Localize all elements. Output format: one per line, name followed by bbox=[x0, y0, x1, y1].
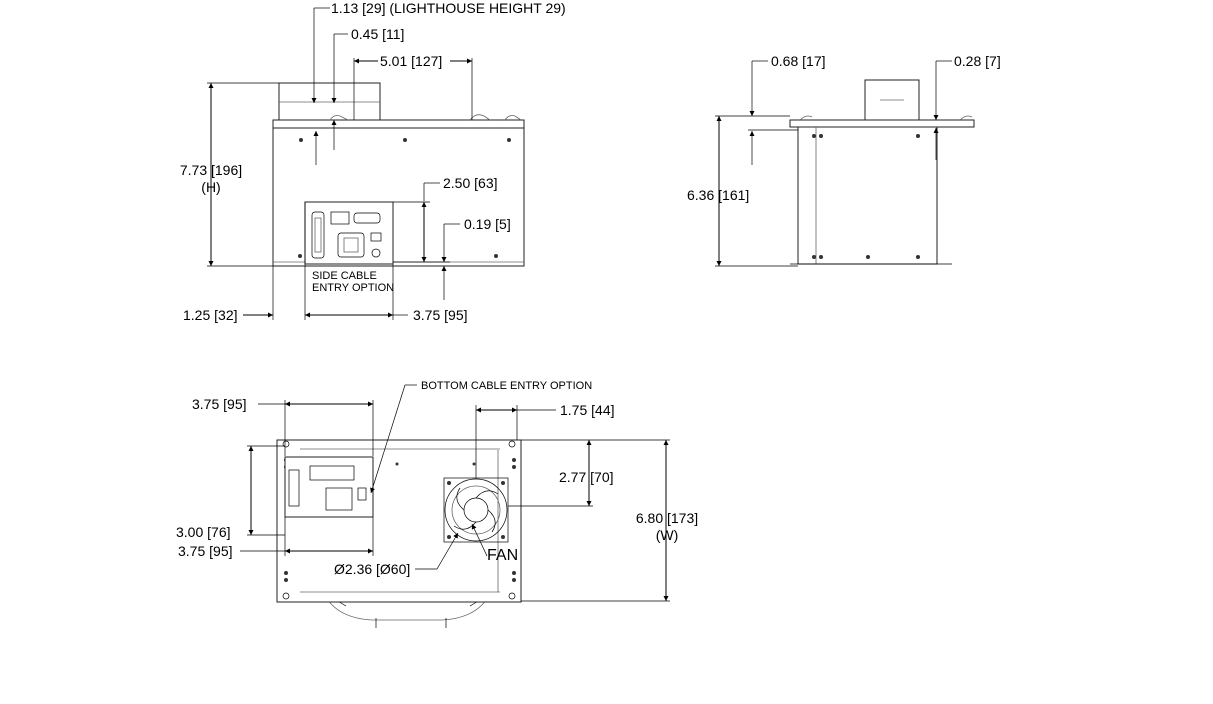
dim-fan-diameter: Ø2.36 [Ø60] bbox=[334, 561, 410, 577]
switch bbox=[370, 232, 382, 242]
dim-375-side: 3.75 [95] bbox=[413, 307, 468, 323]
power-inlet bbox=[337, 232, 365, 258]
fuse-holder bbox=[371, 248, 381, 258]
dim-lighthouse-height: 1.13 [29] (LIGHTHOUSE HEIGHT 29) bbox=[331, 0, 566, 16]
rj45-port bbox=[330, 211, 350, 225]
dim-125: 1.25 [32] bbox=[183, 307, 238, 323]
dim-width-label: (W) bbox=[656, 527, 679, 543]
housing-side bbox=[797, 126, 938, 265]
top-rail bbox=[272, 119, 525, 129]
fan-ring bbox=[444, 478, 508, 542]
db-connector-vertical bbox=[311, 211, 325, 259]
dim-028: 0.28 [7] bbox=[954, 53, 1001, 69]
dim-375-top: 3.75 [95] bbox=[192, 396, 247, 412]
dim-375-bottom: 3.75 [95] bbox=[178, 543, 233, 559]
bottom-connector-panel bbox=[284, 456, 374, 518]
dim-width-value: 6.80 [173] bbox=[636, 510, 698, 526]
dim-175: 1.75 [44] bbox=[560, 402, 615, 418]
fan-label: FAN bbox=[487, 547, 518, 564]
dim-height-label: (H) bbox=[201, 179, 220, 195]
bottom-view: BOTTOM CABLE ENTRY OPTION 3.75 [95] 1.75… bbox=[176, 380, 698, 628]
side-cable-label-2: ENTRY OPTION bbox=[312, 282, 394, 294]
side-top-rail bbox=[789, 119, 975, 128]
dim-300: 3.00 [76] bbox=[176, 524, 231, 540]
dim-501: 5.01 [127] bbox=[380, 53, 442, 69]
dim-068: 0.68 [17] bbox=[771, 53, 826, 69]
dim-277: 2.77 [70] bbox=[559, 469, 614, 485]
serial-port bbox=[353, 212, 381, 224]
side-view: 0.68 [17] 0.28 [7] 6.36 [161] bbox=[687, 53, 1001, 267]
dim-019: 0.19 [5] bbox=[464, 216, 511, 232]
dim-height-value: 7.73 [196] bbox=[180, 162, 242, 178]
dim-636: 6.36 [161] bbox=[687, 187, 749, 203]
front-view: 1.13 [29] (LIGHTHOUSE HEIGHT 29) 0.45 [1… bbox=[180, 0, 566, 323]
side-cable-label-1: SIDE CABLE bbox=[312, 270, 377, 282]
bottom-cable-label: BOTTOM CABLE ENTRY OPTION bbox=[421, 380, 592, 392]
dim-250: 2.50 [63] bbox=[443, 175, 498, 191]
dim-045: 0.45 [11] bbox=[351, 26, 404, 42]
